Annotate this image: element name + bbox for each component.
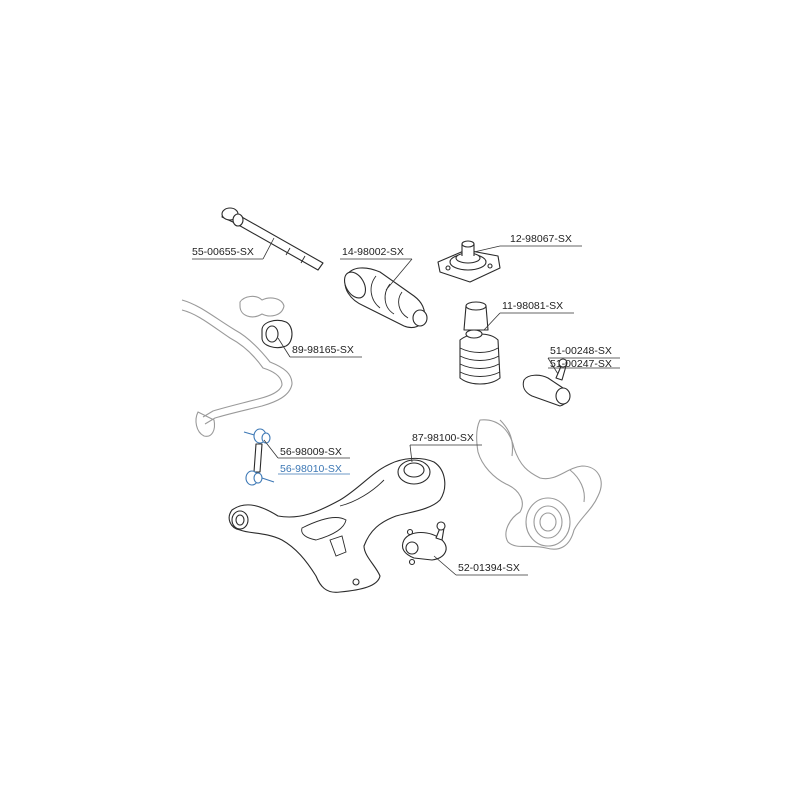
- part-label-tie-rod-end-left[interactable]: 51-00248-SX: [550, 345, 612, 357]
- part-label-tie-rod-end-right[interactable]: 51-00247-SX: [550, 358, 612, 370]
- stabilizer-bushing-part[interactable]: [239, 295, 293, 349]
- steering-boot-part[interactable]: [340, 267, 428, 329]
- part-label-stabilizer-link-right[interactable]: 56-98010-SX: [280, 463, 342, 475]
- tie-rod-end-part[interactable]: [522, 358, 571, 407]
- part-label-steering-boot[interactable]: 14-98002-SX: [342, 246, 404, 258]
- leader-lines: [192, 237, 620, 576]
- part-label-stabilizer-bushing[interactable]: 89-98165-SX: [292, 344, 354, 356]
- part-label-tie-rod[interactable]: 55-00655-SX: [192, 246, 254, 258]
- stabilizer-link-part[interactable]: [243, 428, 275, 486]
- part-label-control-arm-bushing[interactable]: 87-98100-SX: [412, 432, 474, 444]
- control-arm-part[interactable]: [228, 457, 446, 593]
- part-label-stabilizer-link-left[interactable]: 56-98009-SX: [280, 446, 342, 458]
- part-label-bump-stop-boot[interactable]: 11-98081-SX: [502, 300, 563, 312]
- part-label-strut-mount[interactable]: 12-98067-SX: [510, 233, 572, 245]
- bump-stop-boot-part[interactable]: [459, 301, 501, 385]
- steering-knuckle: [476, 419, 602, 550]
- tie-rod-part[interactable]: [221, 207, 324, 271]
- ball-joint-part[interactable]: [401, 521, 447, 566]
- strut-mount-part[interactable]: [437, 240, 501, 283]
- stabilizer-bar: [181, 299, 293, 437]
- part-labels: 55-00655-SX 14-98002-SX 12-98067-SX 11-9…: [192, 233, 612, 574]
- part-label-ball-joint[interactable]: 52-01394-SX: [458, 562, 520, 574]
